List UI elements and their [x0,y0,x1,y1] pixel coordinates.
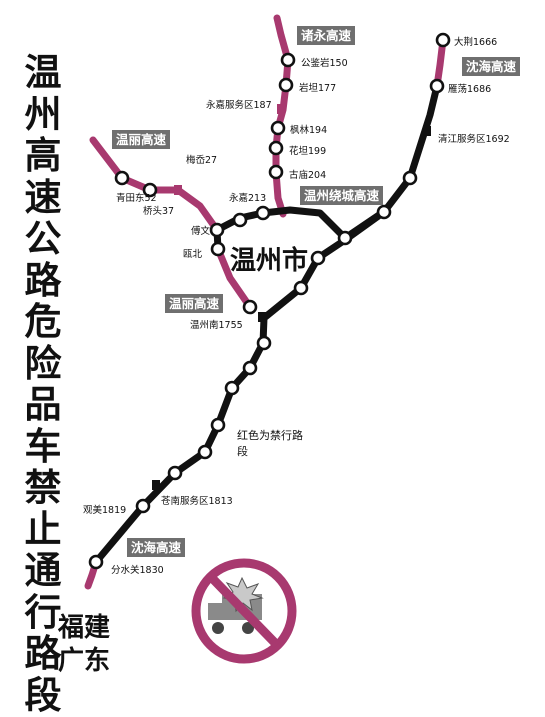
legend-text: 红色为禁行路段 [237,429,303,458]
tag-zhuyong: 诸永高速 [297,26,356,45]
station-yongjia: 永嘉213 [229,193,267,204]
zhuyong-forbidden-route [272,14,292,218]
station-guanmei: 观美1819 [83,505,127,516]
tag-wenli-west: 温丽高速 [112,130,171,149]
tag-shenhai-north: 沈海高速 [462,57,521,76]
station-putian-east: 青田东52 [116,193,157,204]
station-yanda: 雁荡1686 [448,84,492,95]
station-guyu: 古庙204 [289,170,327,181]
station-yantan: 岩坦177 [299,83,337,94]
station-huatan: 花坦199 [289,146,327,157]
station-yongjia-sa: 永嘉服务区187 [206,100,272,111]
no-hazmat-truck-icon [191,558,297,664]
tag-ring: 温州绕城高速 [300,186,384,205]
highway-map [84,14,451,664]
station-chuanwen: 傅文 [191,226,211,237]
station-qingjiang: 清江服务区1692 [438,134,510,145]
wenli-south-forbidden-route [214,245,254,311]
station-qiaotou: 桥头37 [143,206,175,217]
tag-wenli-south: 温丽高速 [165,294,224,313]
wenli-west-forbidden-route [89,136,221,234]
shenhai-main-route [92,82,441,566]
destination-fujian: 福建 [58,613,111,643]
station-fenglin: 枫林194 [290,125,328,136]
destination-guangdong: 广东 [58,646,111,676]
map-title: 温州高速公路危险品车禁止通行路段 [24,51,62,717]
station-wenzhou-south: 温州南1755 [190,320,243,331]
station-fenshuiguan: 分水关1830 [111,565,164,576]
station-dajing: 大荆1666 [454,37,498,48]
destination-label: 福建 广东 [58,612,110,678]
station-cangnan-sa: 苍南服务区1813 [161,496,233,507]
station-gongsuyan: 公鉴岩150 [301,58,348,69]
city-label: 温州市 [230,246,309,276]
station-meiao: 梅岙27 [186,155,218,166]
tag-shenhai-south: 沈海高速 [127,538,186,557]
station-oubei: 瓯北 [183,249,203,260]
